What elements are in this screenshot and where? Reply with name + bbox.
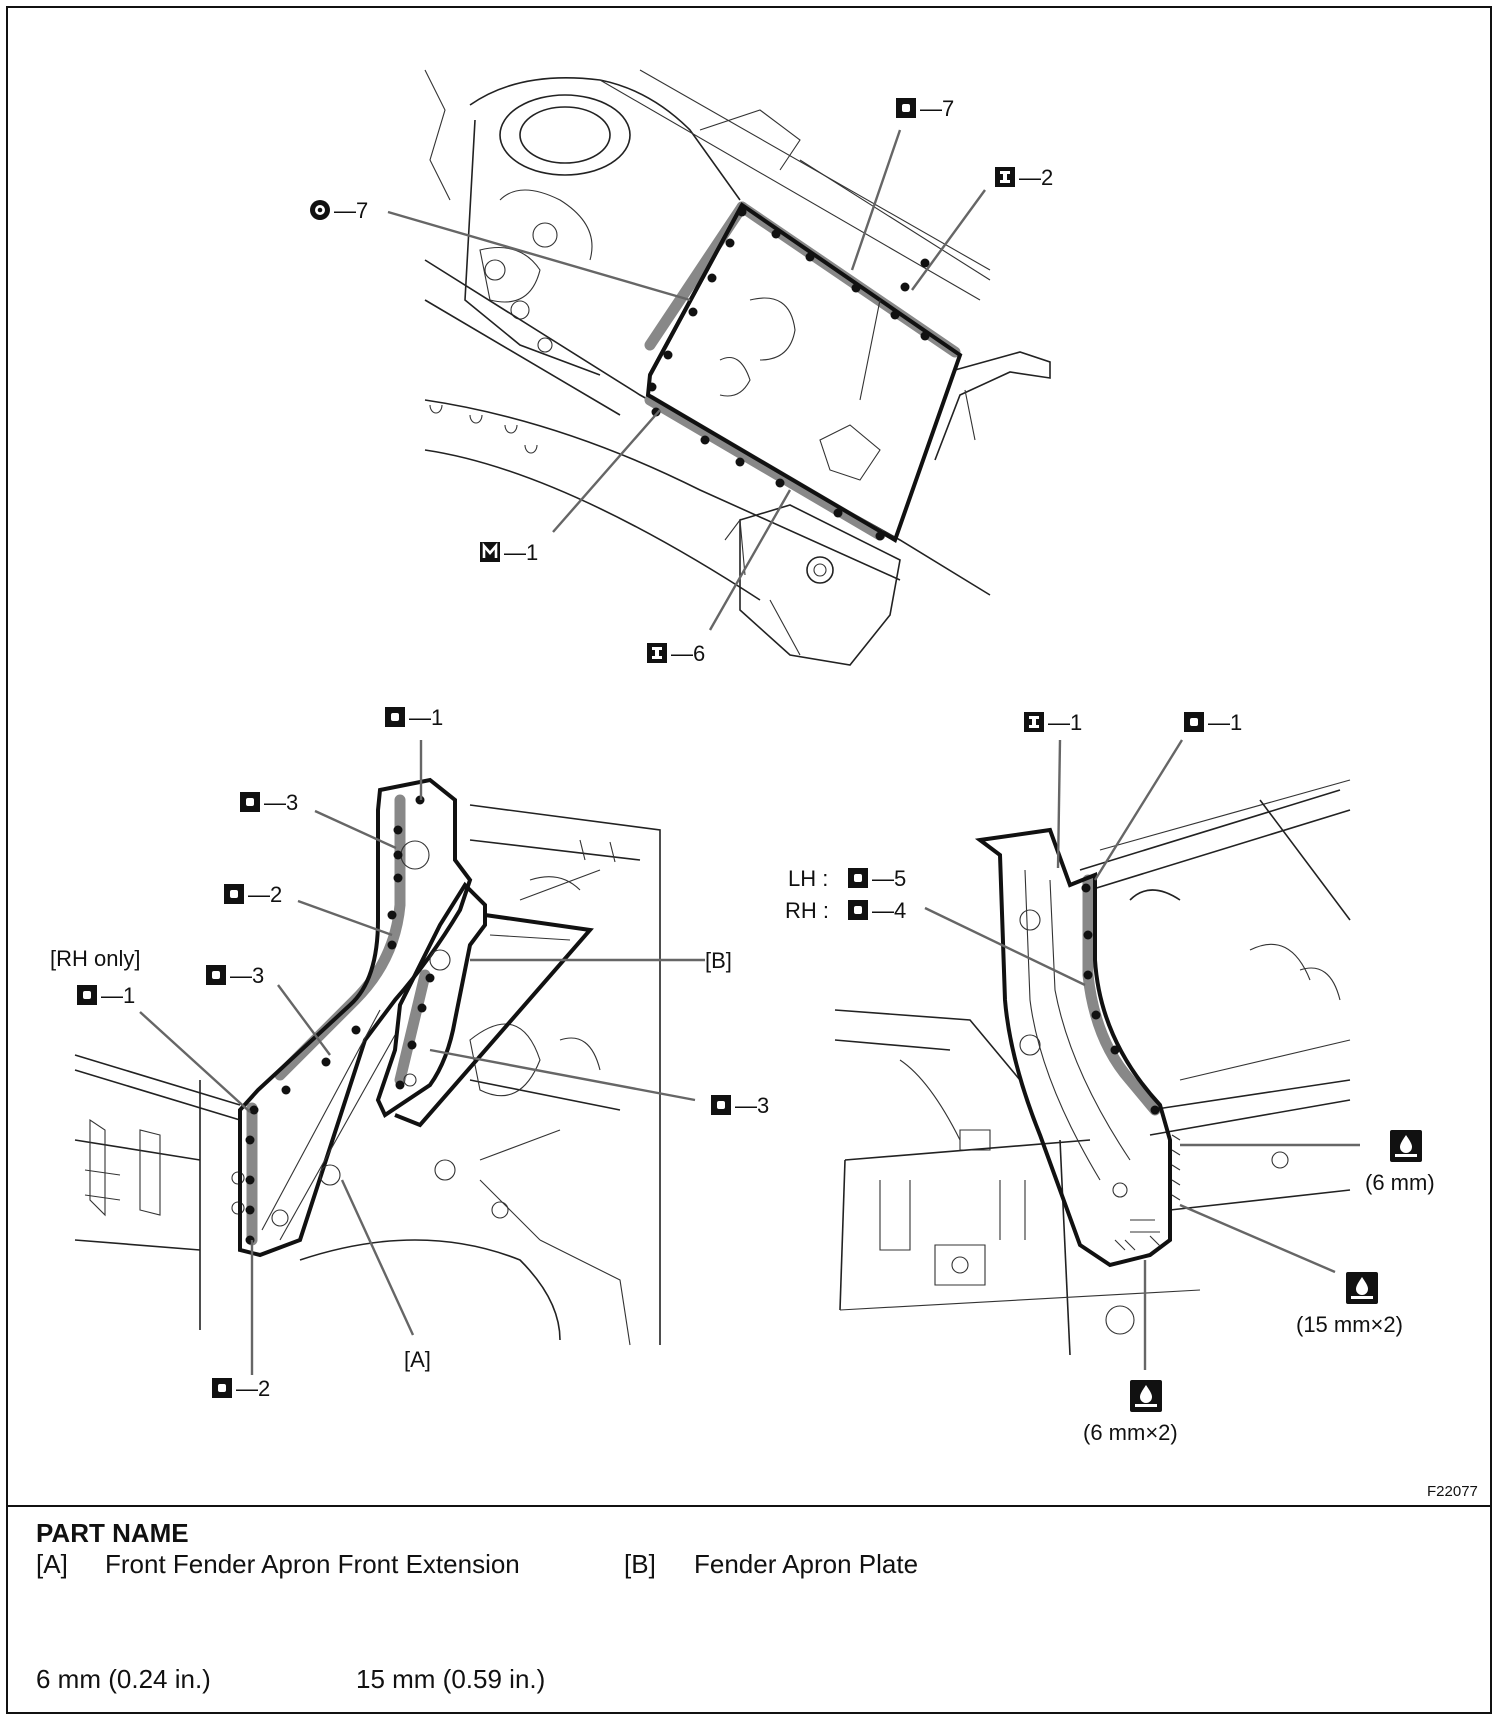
- svg-text:—3: —3: [264, 790, 298, 815]
- sealer-6mm: (6 mm): [1365, 1130, 1435, 1195]
- label-o2-bottom: —2: [212, 1376, 270, 1401]
- top-body-lines: [424, 69, 1051, 666]
- sealer-15mm-x2: (15 mm×2): [1296, 1272, 1403, 1337]
- label-o2-mid: —2: [224, 882, 282, 907]
- svg-text:—1: —1: [409, 705, 443, 730]
- label-i2: —2: [995, 165, 1053, 190]
- svg-text:—1: —1: [504, 540, 538, 565]
- svg-text:(6 mm): (6 mm): [1365, 1170, 1435, 1195]
- legend-key-b: [B]: [624, 1549, 656, 1580]
- repair-diagram: —7 —2 —7 —1 —6: [50, 69, 1478, 1500]
- svg-text:—6: —6: [671, 641, 705, 666]
- svg-text:—2: —2: [1019, 165, 1053, 190]
- pillar-panel: [974, 827, 1181, 1268]
- label-o7-left: —7: [310, 198, 368, 223]
- label-o1-top: —1: [385, 705, 443, 730]
- legend-name-a: Front Fender Apron Front Extension: [105, 1549, 520, 1580]
- bl-body-lines: [74, 804, 661, 1346]
- label-m1: —1: [478, 540, 538, 565]
- legend-divider: [6, 1505, 1492, 1507]
- label-o3-left: —3: [206, 963, 264, 988]
- bottom-left-view: —1 —3 —2 [RH only] —1 —3 [B] —3 [A] —2: [50, 705, 769, 1401]
- top-leaders: [387, 129, 986, 631]
- legend-row: [A] Front Fender Apron Front Extension […: [36, 1549, 1456, 1585]
- size-15mm: 15 mm (0.59 in.): [356, 1664, 546, 1694]
- br-leaders: [924, 739, 1360, 1370]
- label-a: [A]: [404, 1347, 431, 1372]
- label-lh: LH : —5: [788, 866, 906, 891]
- part-b-plate: [375, 881, 594, 1128]
- label-i1: —1: [1024, 710, 1082, 735]
- svg-text:(6 mm×2): (6 mm×2): [1083, 1420, 1178, 1445]
- figure-frame: [6, 6, 1492, 1714]
- size-6mm: 6 mm (0.24 in.): [36, 1664, 211, 1694]
- svg-text:—5: —5: [872, 866, 906, 891]
- figure-code: F22077: [1427, 1483, 1478, 1500]
- svg-text:—7: —7: [334, 198, 368, 223]
- svg-text:—1: —1: [1208, 710, 1242, 735]
- br-weld-spots: [1081, 883, 1160, 1115]
- svg-text:—1: —1: [101, 983, 135, 1008]
- svg-text:—7: —7: [920, 96, 954, 121]
- label-o1-left: —1: [77, 983, 135, 1008]
- bottom-right-view: —1 —1 LH : —5 RH : —4 (6 mm) (15 mm×2) (…: [785, 710, 1435, 1445]
- label-o3-right: —3: [711, 1093, 769, 1118]
- label-rh-only: [RH only]: [50, 946, 140, 971]
- part-name-legend: PART NAME [A] Front Fender Apron Front E…: [36, 1518, 1456, 1585]
- br-body-lines: [834, 779, 1351, 1356]
- label-o3-top: —3: [240, 790, 298, 815]
- label-o1-br: —1: [1184, 710, 1242, 735]
- legend-title: PART NAME: [36, 1518, 189, 1548]
- svg-text:—2: —2: [248, 882, 282, 907]
- label-o7-right: —7: [896, 96, 954, 121]
- bl-weld-spots-b: [395, 973, 435, 1090]
- legend-key-a: [A]: [36, 1549, 68, 1580]
- sealer-sizes: 6 mm (0.24 in.) 15 mm (0.59 in.): [36, 1664, 1036, 1698]
- svg-text:—4: —4: [872, 898, 906, 923]
- bl-weld-spots-a: [245, 795, 425, 1245]
- top-view: —7 —2 —7 —1 —6: [310, 69, 1053, 666]
- sealer-6mm-x2: (6 mm×2): [1083, 1380, 1178, 1445]
- label-rh: RH : —4: [785, 898, 906, 923]
- top-weld-spots: [647, 207, 930, 541]
- bl-leaders: [139, 740, 705, 1375]
- legend-name-b: Fender Apron Plate: [694, 1549, 919, 1580]
- svg-text:LH :: LH :: [788, 866, 828, 891]
- svg-text:—3: —3: [735, 1093, 769, 1118]
- svg-text:RH :: RH :: [785, 898, 829, 923]
- svg-text:—1: —1: [1048, 710, 1082, 735]
- label-b: [B]: [705, 948, 732, 973]
- svg-text:—2: —2: [236, 1376, 270, 1401]
- part-a-extension: [238, 777, 473, 1258]
- svg-text:(15 mm×2): (15 mm×2): [1296, 1312, 1403, 1337]
- svg-text:—3: —3: [230, 963, 264, 988]
- fender-apron-panel: [644, 201, 963, 543]
- label-i6: —6: [647, 641, 705, 666]
